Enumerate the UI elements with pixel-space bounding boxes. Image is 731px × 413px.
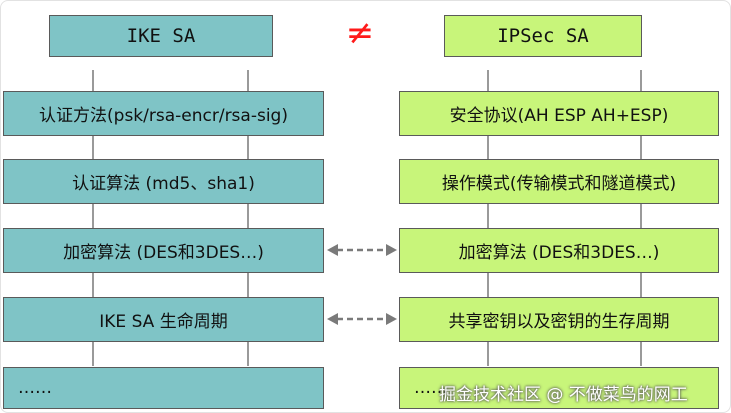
watermark-text: 掘金技术社区 @ 不做菜鸟的网工 bbox=[439, 384, 688, 405]
ipsec-sa-title-box: IPSec SA bbox=[444, 15, 642, 57]
left-item-encryption-algorithm: 加密算法 (DES和3DES…) bbox=[3, 228, 324, 273]
right-connector-line-1 bbox=[487, 70, 489, 366]
left-item-encryption-algorithm-label: 加密算法 (DES和3DES…) bbox=[63, 243, 264, 263]
right-item-encryption-algorithm-label: 加密算法 (DES和3DES…) bbox=[458, 243, 660, 263]
left-item-ike-sa-lifetime: IKE SA 生命周期 bbox=[3, 297, 324, 342]
right-connector-line-2 bbox=[640, 70, 642, 366]
left-item-ellipsis: …… bbox=[3, 367, 324, 409]
left-connector-line-2 bbox=[247, 70, 249, 366]
left-connector-line-1 bbox=[92, 70, 94, 366]
right-item-operation-mode-label: 操作模式(传输模式和隧道模式) bbox=[441, 174, 677, 194]
right-item-shared-key-lifetime: 共享密钥以及密钥的生存周期 bbox=[399, 297, 719, 342]
right-item-encryption-algorithm: 加密算法 (DES和3DES…) bbox=[399, 228, 719, 273]
not-equal-sign: ≠ bbox=[335, 12, 385, 54]
double-arrow-encryption bbox=[327, 244, 397, 256]
ike-sa-title-box: IKE SA bbox=[49, 15, 273, 57]
ipsec-sa-title: IPSec SA bbox=[497, 25, 589, 47]
ike-sa-title: IKE SA bbox=[126, 25, 196, 47]
right-item-security-protocol-label: 安全协议(AH ESP AH+ESP) bbox=[449, 106, 669, 126]
left-item-auth-method-label: 认证方法(psk/rsa-encr/rsa-sig) bbox=[39, 106, 288, 126]
left-item-ellipsis-label: …… bbox=[18, 378, 52, 398]
not-equal-symbol: ≠ bbox=[345, 13, 375, 53]
left-item-auth-algorithm: 认证算法 (md5、sha1) bbox=[3, 159, 324, 204]
left-item-auth-algorithm-label: 认证算法 (md5、sha1) bbox=[72, 174, 255, 194]
right-item-shared-key-lifetime-label: 共享密钥以及密钥的生存周期 bbox=[448, 312, 670, 332]
watermark: 掘金技术社区 @ 不做菜鸟的网工 bbox=[439, 377, 729, 407]
right-item-security-protocol: 安全协议(AH ESP AH+ESP) bbox=[399, 91, 719, 136]
double-arrow-lifetime bbox=[327, 313, 397, 325]
right-item-ellipsis-label: …… bbox=[414, 378, 448, 398]
right-item-ellipsis: …… bbox=[399, 367, 719, 409]
left-item-auth-method: 认证方法(psk/rsa-encr/rsa-sig) bbox=[3, 91, 324, 136]
left-item-ike-sa-lifetime-label: IKE SA 生命周期 bbox=[99, 312, 228, 332]
right-item-operation-mode: 操作模式(传输模式和隧道模式) bbox=[399, 159, 719, 204]
